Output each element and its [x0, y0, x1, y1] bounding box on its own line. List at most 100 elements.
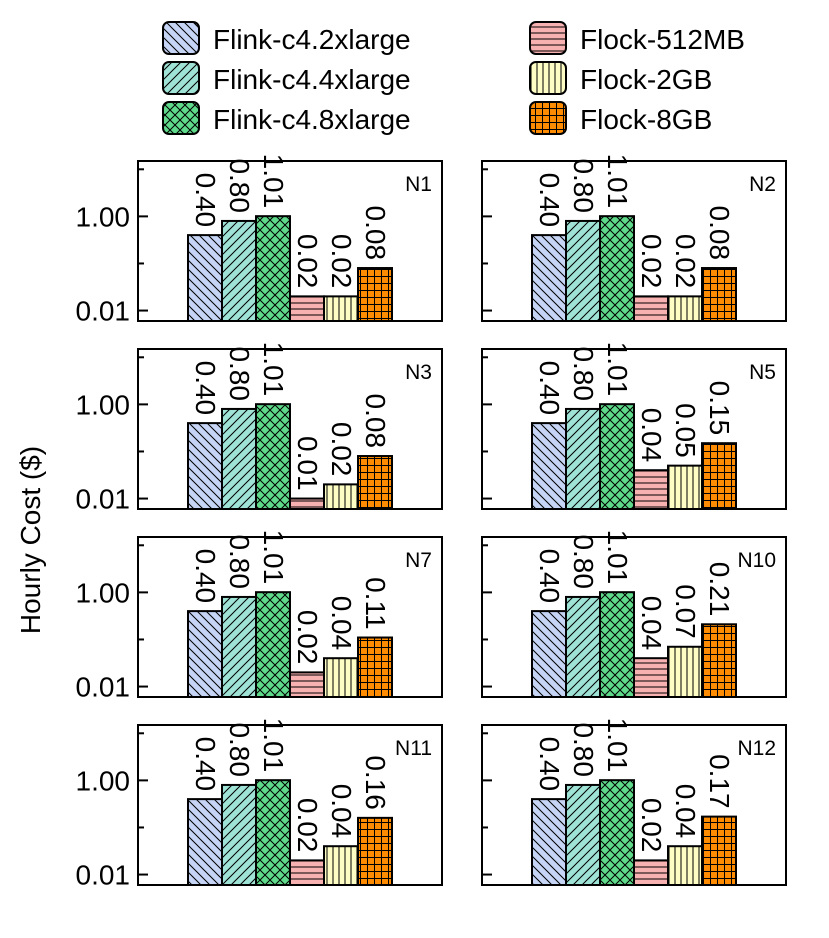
bar-value-label: 0.17 — [704, 754, 735, 809]
bar-value-label: 1.01 — [602, 530, 633, 585]
bar-value-label: 0.40 — [190, 549, 221, 604]
bar — [357, 816, 393, 887]
legend-swatch — [162, 61, 200, 95]
bar-value-label: 0.11 — [360, 577, 391, 629]
bar-value-label: 0.15 — [704, 381, 735, 436]
panel-title: N1 — [405, 173, 432, 196]
panel-title: N3 — [405, 361, 432, 384]
panel-title: N10 — [737, 549, 776, 572]
bar — [357, 636, 393, 699]
bar — [187, 234, 223, 322]
bar-value-label: 1.01 — [258, 530, 289, 585]
bar-value-label: 0.16 — [360, 755, 391, 810]
bar — [531, 798, 567, 886]
legend-label: Flock-512MB — [580, 24, 745, 55]
legend-swatch — [529, 21, 567, 55]
legend-swatch — [529, 61, 567, 95]
bar-value-label: 0.80 — [568, 722, 599, 777]
y-axis-label: Hourly Cost ($) — [15, 446, 46, 634]
bar — [565, 219, 601, 322]
legend-label: Flock-8GB — [580, 104, 712, 135]
bar-value-label: 0.02 — [292, 798, 323, 853]
panel-title: N7 — [405, 549, 432, 572]
y-tick-label: 0.01 — [76, 296, 131, 327]
bar-value-label: 0.21 — [704, 562, 735, 617]
bar-value-label: 0.04 — [636, 408, 667, 463]
bar — [667, 464, 703, 510]
legend-swatch — [529, 101, 567, 135]
bar-value-label: 0.08 — [704, 206, 735, 261]
panel-title: N5 — [749, 361, 776, 384]
legend-label: Flink-c4.8xlarge — [213, 104, 411, 135]
bar-value-label: 0.05 — [670, 403, 701, 458]
y-tick-label: 0.01 — [76, 672, 131, 703]
bar — [701, 442, 737, 511]
bar — [187, 610, 223, 698]
bar-value-label: 0.40 — [534, 549, 565, 604]
bar-value-label: 1.01 — [258, 154, 289, 209]
bar-value-label: 0.02 — [326, 234, 357, 289]
legend-label: Flink-c4.4xlarge — [213, 64, 411, 95]
legend-label: Flink-c4.2xlarge — [213, 24, 411, 55]
bar-value-label: 0.02 — [670, 234, 701, 289]
bar-value-label: 0.02 — [636, 234, 667, 289]
bar — [323, 483, 359, 511]
bar-value-label: 0.04 — [670, 784, 701, 839]
bar-value-label: 0.40 — [190, 361, 221, 416]
bar — [531, 422, 567, 511]
bar-value-label: 0.80 — [224, 346, 255, 401]
legend-item: Flink-c4.8xlarge — [162, 101, 411, 135]
bar — [357, 267, 393, 322]
bar-value-label: 0.40 — [190, 173, 221, 228]
bar-value-label: 0.80 — [224, 534, 255, 589]
bar — [255, 215, 291, 322]
bar-value-label: 0.40 — [534, 737, 565, 792]
bar — [289, 859, 325, 887]
bar-value-label: 1.01 — [258, 342, 289, 397]
bar — [701, 267, 737, 322]
bar-value-label: 1.01 — [258, 718, 289, 773]
bar — [255, 403, 291, 510]
bar — [221, 407, 257, 510]
bar-value-label: 0.80 — [224, 158, 255, 213]
bar-value-label: 0.40 — [190, 737, 221, 792]
bar — [701, 623, 737, 699]
bar-value-label: 0.02 — [636, 798, 667, 853]
legend-swatch — [162, 21, 200, 55]
legend-item: Flink-c4.4xlarge — [162, 61, 411, 95]
bar — [323, 657, 359, 699]
legend-label: Flock-2GB — [580, 64, 712, 95]
bar-value-label: 0.02 — [292, 234, 323, 289]
bar-value-label: 0.80 — [224, 722, 255, 777]
bar — [531, 234, 567, 322]
bar-value-label: 1.01 — [602, 154, 633, 209]
bar-value-label: 0.80 — [568, 534, 599, 589]
bar — [701, 815, 737, 887]
panel-title: N12 — [737, 737, 776, 760]
bar-value-label: 0.04 — [636, 596, 667, 651]
bar — [289, 497, 325, 511]
bar — [599, 403, 635, 510]
bar-value-label: 0.02 — [326, 422, 357, 477]
panel-title: N2 — [749, 173, 776, 196]
bar-value-label: 0.40 — [534, 173, 565, 228]
bar — [221, 595, 257, 698]
bar — [565, 595, 601, 698]
bar — [599, 779, 635, 886]
bar — [255, 779, 291, 886]
legend-item: Flock-2GB — [529, 61, 712, 95]
bar — [667, 845, 703, 887]
bar — [221, 219, 257, 322]
bar — [667, 645, 703, 699]
bar — [187, 422, 223, 511]
bar-value-label: 1.01 — [602, 342, 633, 397]
bar-value-label: 0.80 — [568, 346, 599, 401]
